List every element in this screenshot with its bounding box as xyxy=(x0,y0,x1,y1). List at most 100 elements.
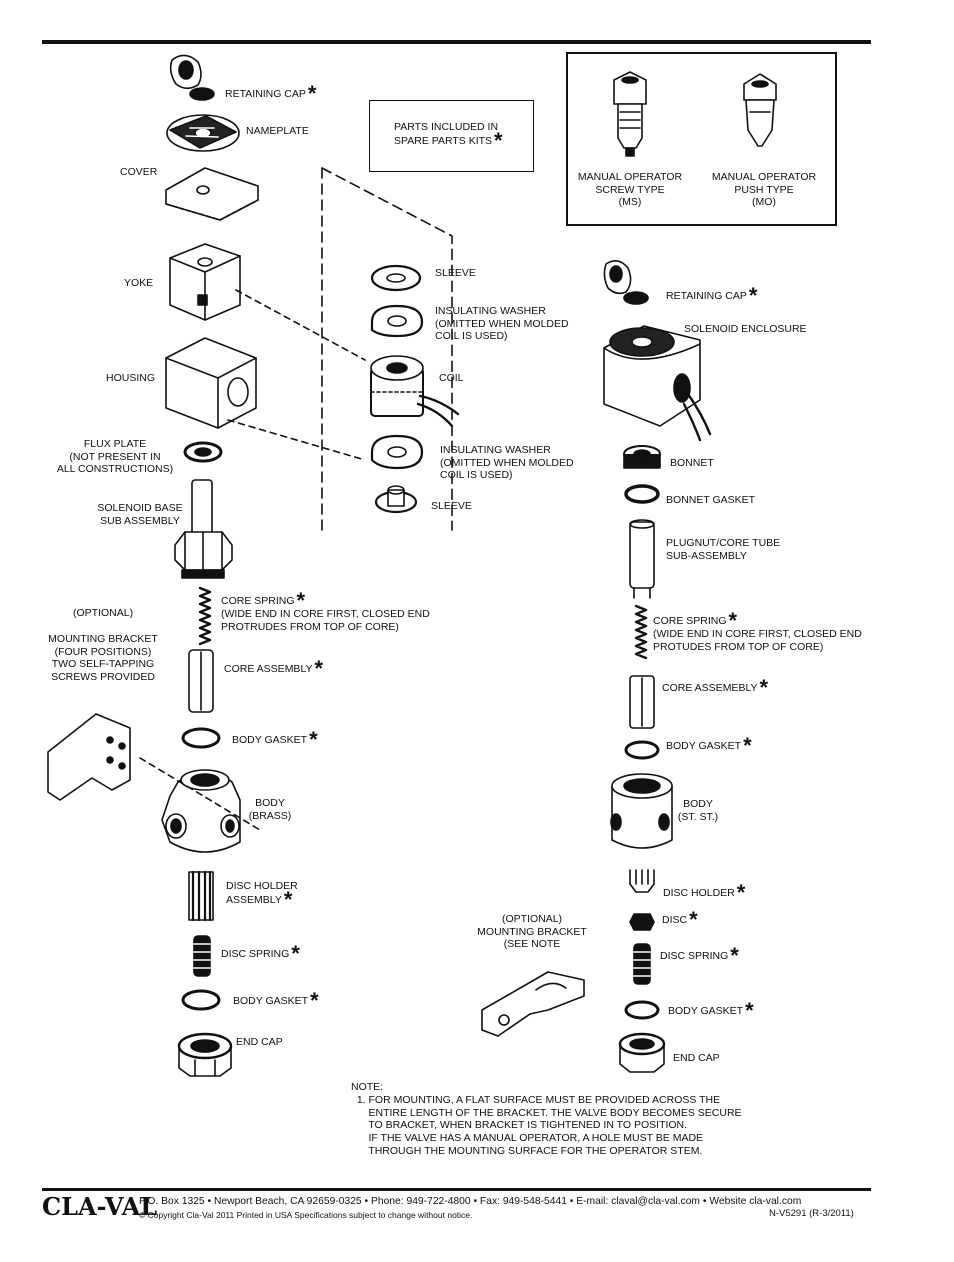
coil-sleeve-bottom-label: SLEEVE xyxy=(431,500,472,512)
star-icon: * xyxy=(759,675,769,700)
right-core-assembly-part xyxy=(629,675,655,729)
right-body-gasket-1-part xyxy=(624,740,660,760)
star-icon: * xyxy=(310,988,319,1013)
right-disc-holder-part xyxy=(629,869,655,893)
left-end-cap-label: END CAP xyxy=(236,1036,283,1048)
coil-ins-washer-top-part xyxy=(370,304,424,338)
star-icon: * xyxy=(745,998,754,1023)
left-core-assembly-label: CORE ASSEMBLY* xyxy=(224,656,324,681)
right-bonnet-label: BONNET xyxy=(670,457,714,469)
note-line1: 1. FOR MOUNTING, A FLAT SURFACE MUST BE … xyxy=(351,1093,721,1106)
left-retaining-cap-label: RETAINING CAP* xyxy=(225,81,317,106)
right-optional-bracket-label: (OPTIONAL)MOUNTING BRACKET(SEE NOTE xyxy=(477,913,587,950)
note-line5: THROUGH THE MOUNTING SURFACE FOR THE OPE… xyxy=(351,1144,703,1157)
manual-operator-screw-label: MANUAL OPERATOR SCREW TYPE (MS) xyxy=(572,171,688,209)
left-flux-plate-part xyxy=(183,441,223,463)
right-plugnut-part xyxy=(629,519,655,599)
manual-operator-push-label: MANUAL OPERATOR PUSH TYPE (MO) xyxy=(706,171,822,209)
left-retaining-cap-part xyxy=(169,54,215,101)
right-bonnet-gasket-label: BONNET GASKET xyxy=(666,494,756,506)
coil-label: COIL xyxy=(439,372,464,384)
right-body-gasket-2-part xyxy=(624,1000,660,1020)
kit-note-line2: SPARE PARTS KITS xyxy=(394,134,493,147)
right-core-spring-label: CORE SPRING* (WIDE END IN CORE FIRST, CL… xyxy=(653,608,862,653)
right-solenoid-enclosure-label: SOLENOID ENCLOSURE xyxy=(684,323,807,335)
right-body-gasket-2-label: BODY GASKET* xyxy=(668,998,754,1023)
right-core-spring-part xyxy=(634,604,648,660)
right-disc-spring-label: DISC SPRING* xyxy=(660,943,739,968)
left-body-gasket-2-part xyxy=(181,989,221,1011)
star-icon: * xyxy=(309,727,318,752)
star-icon: * xyxy=(736,880,746,905)
left-end-cap-part xyxy=(177,1032,233,1077)
kit-star-icon: * xyxy=(494,127,503,153)
right-disc-label: DISC* xyxy=(662,907,698,932)
left-solenoid-base-part xyxy=(174,479,233,579)
left-yoke-label: YOKE xyxy=(124,277,154,289)
star-icon: * xyxy=(283,886,293,912)
footer-doc-number: N-V5291 (R-3/2011) xyxy=(769,1208,854,1219)
footer-contact: P.O. Box 1325 • Newport Beach, CA 92659-… xyxy=(139,1196,802,1207)
star-icon: * xyxy=(291,941,300,966)
right-end-cap-label: END CAP xyxy=(673,1052,720,1064)
right-disc-spring-part xyxy=(633,943,651,985)
star-icon: * xyxy=(314,656,324,681)
mo-screw-l1: MANUAL OPERATOR xyxy=(577,171,683,183)
right-retaining-cap-part xyxy=(603,260,649,305)
star-icon: * xyxy=(728,608,738,633)
left-body-gasket-2-label: BODY GASKET* xyxy=(233,988,319,1013)
left-mounting-bracket-label: MOUNTING BRACKET(FOUR POSITIONS) TWO SEL… xyxy=(48,633,158,683)
note-line2: ENTIRE LENGTH OF THE BRACKET. THE VALVE … xyxy=(351,1106,742,1119)
manual-operator-box xyxy=(566,52,837,226)
right-disc-part xyxy=(629,913,655,931)
left-yoke-part xyxy=(169,243,241,321)
note-heading: NOTE: xyxy=(351,1081,384,1093)
star-icon: * xyxy=(748,283,758,308)
mounting-note: NOTE: 1. FOR MOUNTING, A FLAT SURFACE MU… xyxy=(351,1081,742,1158)
left-mounting-bracket-part xyxy=(47,713,131,801)
star-icon: * xyxy=(730,943,739,968)
left-body-label: BODY(BRASS) xyxy=(248,797,292,822)
right-body-part xyxy=(610,773,673,849)
left-nameplate-label: NAMEPLATE xyxy=(246,125,309,137)
top-rule xyxy=(42,40,871,44)
right-body-label: BODY(ST. ST.) xyxy=(677,798,719,823)
right-bonnet-gasket-part xyxy=(624,484,660,504)
left-disc-spring-label: DISC SPRING* xyxy=(221,941,300,966)
right-end-cap-part xyxy=(618,1032,666,1073)
right-retaining-cap-label: RETAINING CAP* xyxy=(666,283,758,308)
manual-operator-screw-part xyxy=(613,71,647,157)
left-core-spring-label: CORE SPRING* (WIDE END IN CORE FIRST, CL… xyxy=(221,588,430,633)
note-line4: IF THE VALVE HAS A MANUAL OPERATOR, A HO… xyxy=(351,1132,704,1145)
left-body-gasket-1-part xyxy=(181,727,221,749)
mo-screw-l2: SCREW TYPE xyxy=(595,183,665,196)
coil-part xyxy=(370,355,460,428)
star-icon: * xyxy=(307,81,317,106)
mo-push-l1: MANUAL OPERATOR xyxy=(711,171,817,183)
mo-push-l2: PUSH TYPE xyxy=(734,183,794,196)
star-icon: * xyxy=(296,588,306,613)
left-body-part xyxy=(161,769,241,853)
coil-sleeve-top-label: SLEEVE xyxy=(435,267,476,279)
kit-note-line1: PARTS INCLUDED IN xyxy=(394,121,499,133)
left-cover-label: COVER xyxy=(120,166,158,178)
left-housing-part xyxy=(165,337,257,429)
left-core-assembly-part xyxy=(188,649,214,713)
note-line3: TO BRACKET, WHEN BRACKET IS TIGHTENED IN… xyxy=(351,1119,688,1132)
footer-copyright: © Copyright Cla-Val 2011 Printed in USA … xyxy=(139,1210,473,1220)
coil-ins-washer-bottom-part xyxy=(370,434,424,470)
left-nameplate-part xyxy=(166,114,240,152)
left-optional-label: (OPTIONAL) xyxy=(73,607,134,619)
left-cover-part xyxy=(165,167,259,221)
right-mounting-bracket-part xyxy=(481,971,585,1037)
mo-screw-l3: (MS) xyxy=(618,196,642,208)
manual-operator-push-part xyxy=(743,73,777,147)
spare-parts-kit-legend: PARTS INCLUDED IN SPARE PARTS KITS* xyxy=(369,100,534,172)
right-core-assembly-label: CORE ASSEMEBLY* xyxy=(662,675,769,700)
left-body-gasket-1-label: BODY GASKET* xyxy=(232,727,318,752)
